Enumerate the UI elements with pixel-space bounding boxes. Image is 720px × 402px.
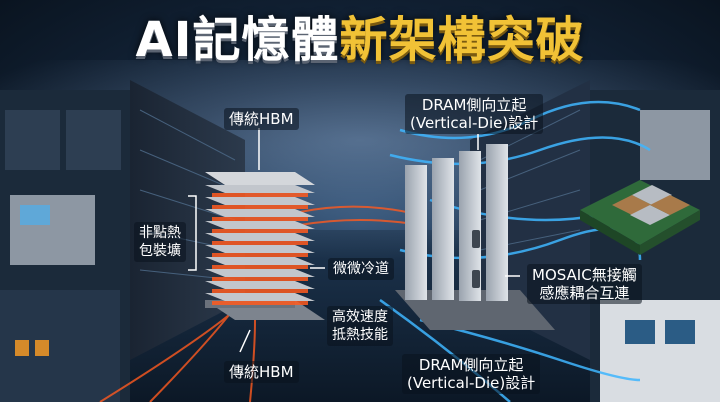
label-mosaic-line1: MOSAIC無接觸 xyxy=(532,266,637,284)
label-dram-top-line1: DRAM側向立起 xyxy=(421,96,527,114)
hbm-layer-heat xyxy=(212,265,308,269)
hbm-layer-plate xyxy=(205,233,315,241)
label-hbm-bottom: 傳統HBM xyxy=(224,361,299,383)
hbm-layer-heat xyxy=(212,193,308,197)
hbm-stack xyxy=(205,172,325,320)
headline-part-ai-memory: AI記憶體 xyxy=(135,12,340,68)
headline-part-architecture: 新架構突破 xyxy=(339,12,585,68)
hbm-layer-plate xyxy=(205,197,315,205)
hbm-layer-plate xyxy=(205,269,315,277)
headline: AI記憶體新架構突破 xyxy=(0,10,720,70)
hbm-layer-heat xyxy=(212,253,308,257)
hbm-layer-heat xyxy=(212,301,308,305)
label-dram-bottom-line2: (Vertical-Die)設計 xyxy=(407,374,536,392)
hbm-layer-plate xyxy=(205,293,315,301)
label-efficient-cooling: 高效速度 抵熱技能 xyxy=(327,306,393,346)
hbm-layer-plate xyxy=(205,185,315,193)
label-non-dot-heat-line1: 非點熱 xyxy=(139,225,181,241)
hbm-layer-plate xyxy=(205,245,315,253)
hbm-layer-plate xyxy=(205,221,315,229)
hbm-layer-heat xyxy=(212,205,308,209)
hbm-layer-plate xyxy=(205,257,315,265)
label-mosaic: MOSAIC無接觸 感應耦合互連 xyxy=(527,264,642,304)
hbm-layer-heat xyxy=(212,229,308,233)
label-dram-bottom-line1: DRAM側向立起 xyxy=(418,356,524,374)
label-micro-cooling: 微微冷道 xyxy=(328,258,394,280)
label-efficient-line1: 高效速度 xyxy=(332,309,388,325)
mosaic-chip xyxy=(580,180,700,255)
label-efficient-line2: 抵熱技能 xyxy=(332,327,388,343)
hbm-layer-plate xyxy=(205,209,315,217)
vertical-dram-dies xyxy=(395,144,555,330)
label-non-dot-heat-line2: 包裝壙 xyxy=(139,243,181,259)
label-non-dot-heat: 非點熱 包裝壙 xyxy=(134,222,186,262)
hbm-layer-plate xyxy=(205,281,315,289)
hbm-layer-heat xyxy=(212,289,308,293)
hbm-layer-heat xyxy=(212,217,308,221)
label-hbm-top: 傳統HBM xyxy=(224,108,299,130)
hbm-layer-heat xyxy=(212,277,308,281)
label-dram-bottom: DRAM側向立起 (Vertical-Die)設計 xyxy=(402,354,541,394)
hbm-layer-heat xyxy=(212,241,308,245)
label-mosaic-line2: 感應耦合互連 xyxy=(539,284,630,302)
label-dram-top-line2: (Vertical-Die)設計 xyxy=(410,114,539,132)
label-dram-top: DRAM側向立起 (Vertical-Die)設計 xyxy=(405,94,544,134)
